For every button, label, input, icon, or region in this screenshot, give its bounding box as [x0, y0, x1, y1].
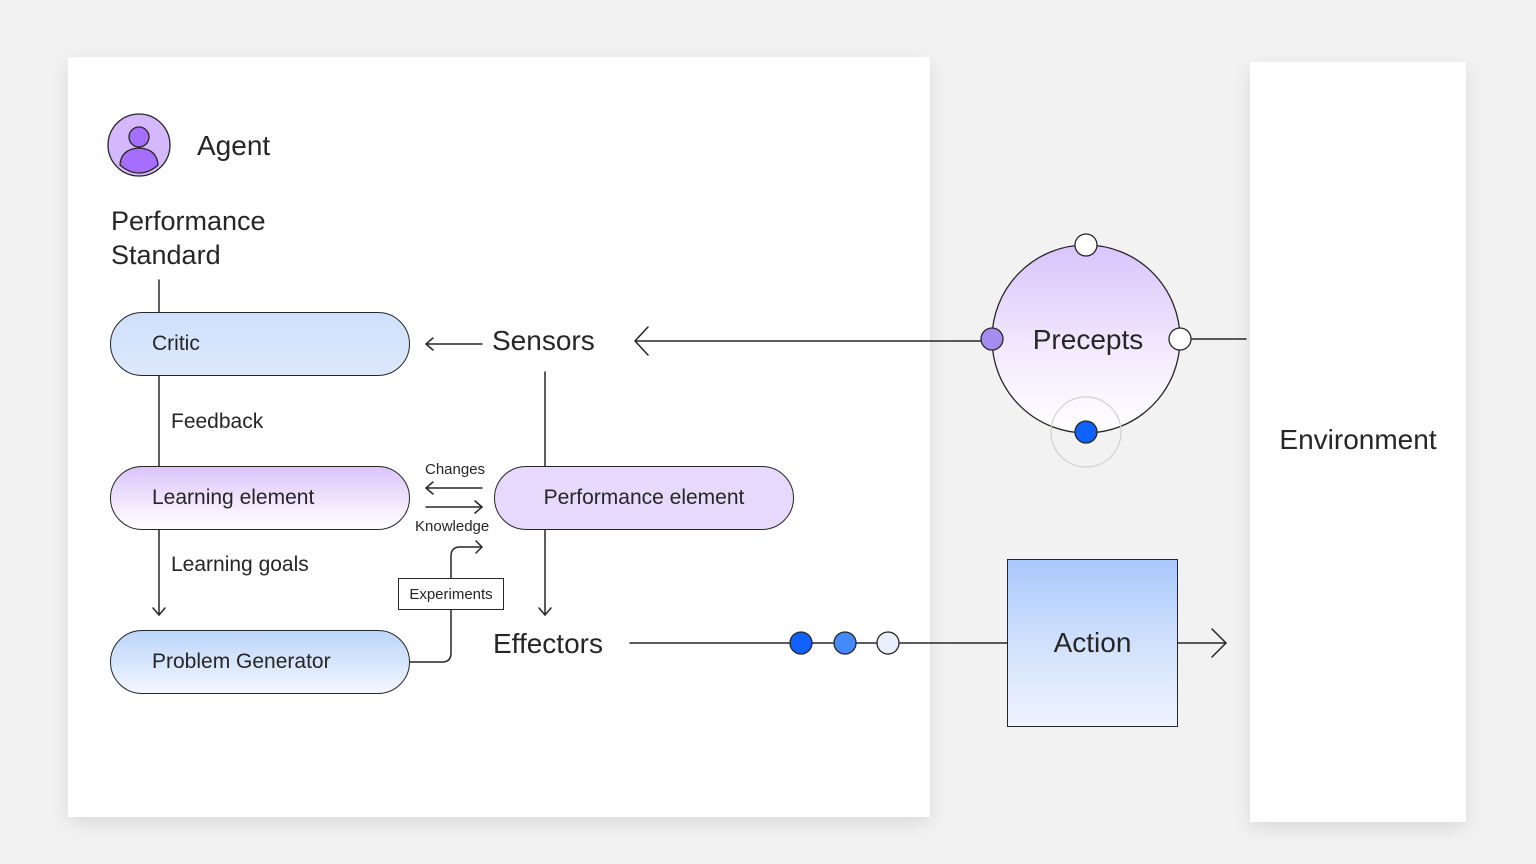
- effectors-label: Effectors: [493, 628, 603, 659]
- performance-standard-line1: Performance: [111, 206, 266, 236]
- precepts-halo: [1050, 396, 1122, 468]
- precepts-left-dot: [980, 327, 1004, 351]
- feedback-label: Feedback: [171, 410, 264, 433]
- performance-element-label: Performance element: [543, 486, 745, 509]
- learning-goals-label: Learning goals: [171, 553, 309, 576]
- precepts-to-sensors-arrowhead: [634, 326, 649, 356]
- sensors-to-critic-arrowhead: [425, 337, 434, 351]
- action-dot-3: [876, 631, 900, 655]
- problem-to-experiments-path: [409, 609, 452, 663]
- knowledge-arrowhead: [474, 500, 483, 514]
- action-node: Action: [1007, 559, 1178, 727]
- agent-title: Agent: [197, 130, 271, 161]
- action-label: Action: [1053, 627, 1132, 658]
- critic-label: Critic: [152, 332, 200, 355]
- precepts-label: Precepts: [1032, 324, 1144, 355]
- action-dot-2: [833, 631, 857, 655]
- critic-node: Critic: [110, 312, 410, 376]
- performance-element-node: Performance element: [494, 466, 794, 530]
- sensors-label: Sensors: [492, 325, 595, 356]
- learning-element-node: Learning element: [110, 466, 410, 530]
- action-dot-1: [789, 631, 813, 655]
- precepts-top-dot: [1074, 233, 1098, 257]
- changes-arrowhead: [425, 481, 434, 495]
- experiments-label: Experiments: [409, 585, 493, 603]
- experiments-arrowhead: [475, 540, 483, 554]
- changes-label: Changes: [425, 461, 486, 478]
- problem-generator-label: Problem Generator: [152, 650, 331, 673]
- environment-panel: [1250, 62, 1466, 822]
- problem-generator-node: Problem Generator: [110, 630, 410, 694]
- experiments-to-performance-path: [450, 546, 483, 579]
- action-to-environment-arrowhead: [1211, 628, 1227, 658]
- knowledge-label: Knowledge: [415, 518, 490, 535]
- learning-goals-arrowhead: [152, 607, 166, 616]
- experiments-box: Experiments: [398, 578, 504, 610]
- user-avatar-icon: [107, 113, 171, 177]
- effectors-arrowhead: [538, 607, 552, 616]
- performance-standard-line2: Standard: [111, 240, 221, 270]
- environment-label: Environment: [1279, 424, 1437, 455]
- precepts-bottom-dot: [1074, 420, 1098, 444]
- precepts-right-dot: [1168, 327, 1192, 351]
- learning-element-label: Learning element: [152, 486, 315, 509]
